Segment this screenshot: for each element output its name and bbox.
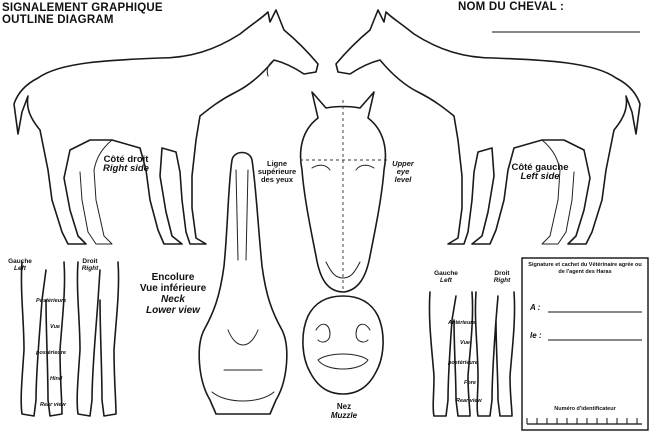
fore-droit-label: Droit Right (484, 270, 520, 284)
muzzle-label: Nez Muzzle (316, 402, 372, 420)
left-side-label: Côté gauche Left side (500, 163, 580, 181)
right-side-label: Côté droit Right side (86, 155, 166, 173)
horse-muzzle-outline (303, 296, 383, 394)
title-fr: SIGNALEMENT GRAPHIQUE (2, 2, 163, 14)
upper-eye-line-en: Upper eye level (388, 160, 418, 184)
signature-at-field[interactable]: A : (530, 303, 540, 312)
signature-date-field[interactable]: le : (530, 331, 542, 340)
upper-eye-line-fr: Ligne supérieure des yeux (252, 160, 302, 184)
hind-legs-outline (21, 262, 118, 416)
right-side-en: Right side (86, 164, 166, 173)
hind-label-rear-view: Rear view (40, 402, 66, 408)
fore-label-fore: Fore (464, 380, 476, 386)
hind-label-vue: Vue (50, 324, 60, 330)
horse-name-label[interactable]: NOM DU CHEVAL : (458, 1, 564, 13)
fore-label-anterieurs: Antérieurs (448, 320, 476, 326)
hind-droit-label: Droit Right (72, 258, 108, 272)
neck-label: Encolure Vue inférieure Neck Lower view (132, 272, 214, 316)
fore-label-rear-view: Rear view (456, 398, 482, 404)
horse-right-side-outline (14, 10, 318, 244)
signature-heading: Signature et cachet du Vétérinaire agrée… (526, 262, 644, 276)
hind-label-posterieurs: Postérieurs (36, 298, 66, 304)
horse-left-side-outline (336, 10, 640, 244)
fore-gauche-label: Gauche Left (428, 270, 464, 284)
hind-label-hind: Hind (50, 376, 62, 382)
left-side-en: Left side (500, 172, 580, 181)
signature-box-frame (522, 258, 648, 430)
hind-label-posterieure: postérieure (36, 350, 66, 356)
fore-label-posterieure: postérieure (448, 360, 478, 366)
title-en: OUTLINE DIAGRAM (2, 14, 114, 26)
fore-label-vue: Vue (460, 340, 470, 346)
horse-head-front-outline (300, 92, 388, 292)
identifier-number-label: Numéro d'identificateur (526, 406, 644, 412)
hind-gauche-label: Gauche Left (2, 258, 38, 272)
